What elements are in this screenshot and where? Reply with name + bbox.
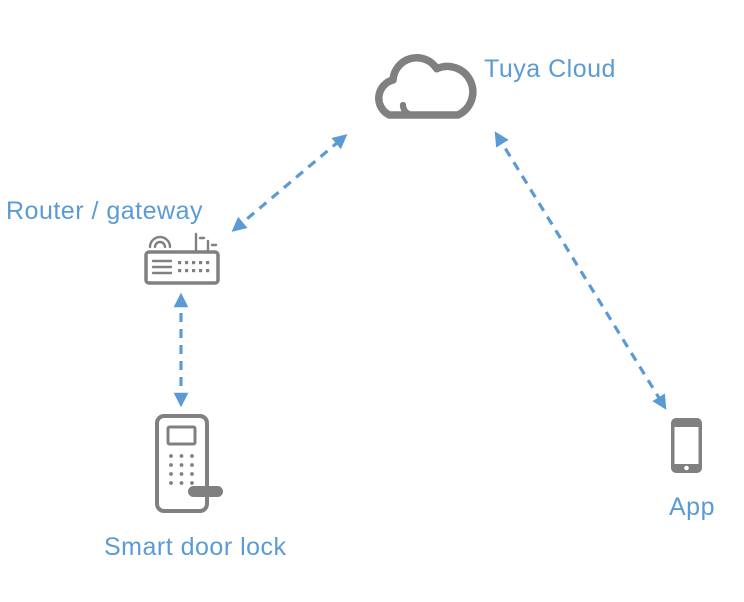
phone-home-button bbox=[684, 465, 689, 471]
connections bbox=[173, 131, 667, 410]
label-smart-door-lock: Smart door lock bbox=[104, 533, 287, 561]
router-icon bbox=[144, 232, 220, 285]
cloud-icon bbox=[375, 53, 477, 119]
phone-screen bbox=[674, 427, 699, 464]
arrow-router-cloud bbox=[231, 134, 348, 232]
smartphone-icon bbox=[671, 418, 702, 473]
label-router-gateway: Router / gateway bbox=[6, 197, 203, 225]
lock-handle bbox=[188, 486, 223, 497]
lock-display bbox=[166, 425, 197, 446]
router-vent-dots bbox=[178, 261, 210, 273]
door-lock-icon bbox=[155, 414, 223, 513]
wifi-arcs-icon bbox=[148, 235, 172, 249]
arrow-cloud-app bbox=[494, 131, 667, 410]
router-antennas bbox=[194, 232, 218, 254]
label-app: App bbox=[669, 493, 715, 521]
label-tuya-cloud: Tuya Cloud bbox=[484, 55, 616, 83]
lock-keypad-dots bbox=[169, 454, 194, 485]
